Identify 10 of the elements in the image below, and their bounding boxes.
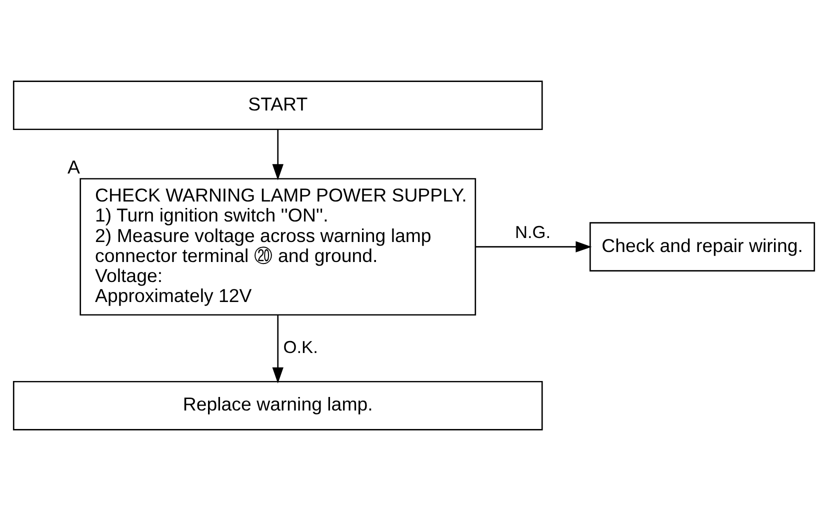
node-box: START	[12, 80, 543, 130]
arrow	[476, 240, 592, 252]
arrow	[272, 129, 284, 180]
edge-label: N.G.	[514, 222, 551, 242]
node-label: A	[67, 156, 80, 178]
node-box: Replace warning lamp.	[12, 380, 543, 430]
arrow	[272, 314, 284, 383]
edge-label: O.K.	[283, 336, 318, 356]
node-box: Check and repair wiring.	[590, 222, 816, 272]
node-box: CHECK WARNING LAMP POWER SUPPLY. 1) Turn ignition switch ''ON''. 2) Measure voltage across warning lamp connector terminal ⑳ and ground. Voltage: Approximately 12V	[80, 178, 476, 316]
